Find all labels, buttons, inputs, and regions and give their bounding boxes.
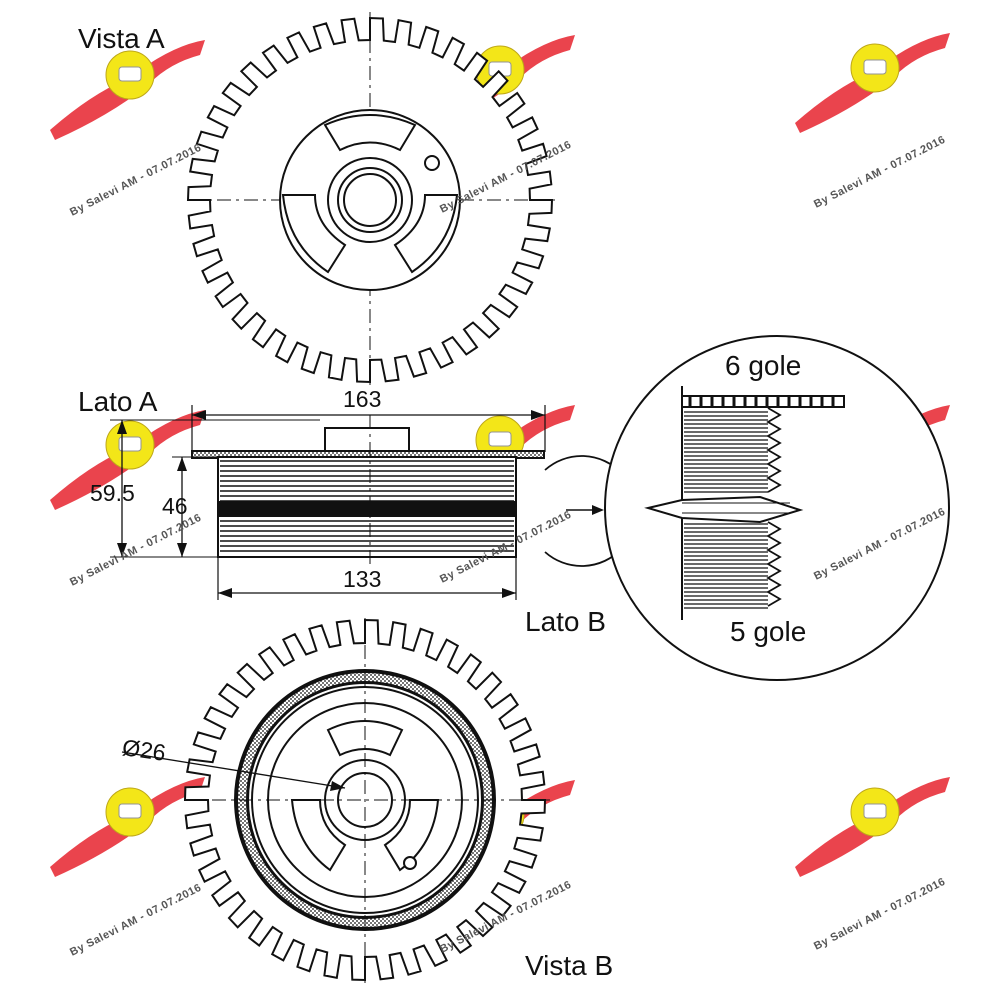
view-b-drawing: [121, 618, 555, 985]
dim-total-height: 59.5: [90, 480, 135, 506]
detail-groove-profile: [766, 407, 782, 493]
detail-groove-profile: [766, 521, 782, 607]
view-b-title: Vista B: [525, 950, 614, 981]
autokit-logo: [50, 40, 205, 140]
dim-pulley-width: 133: [343, 566, 382, 592]
side-b-label: Lato B: [525, 606, 606, 637]
autokit-logo: [50, 777, 205, 877]
autokit-logo: [795, 777, 950, 877]
dim-bore-diameter: Ø26: [120, 734, 168, 766]
detail-upper-grooves: 6 gole: [725, 350, 802, 381]
view-b-hub-slot: [290, 799, 347, 872]
view-a-title: Vista A: [78, 23, 165, 54]
detail-lower-grooves: 5 gole: [730, 616, 807, 647]
view-a-hub-slot: [393, 194, 459, 274]
dim-belt-height: 46: [162, 493, 188, 519]
side-view-drawing: [110, 405, 638, 600]
view-a-hub-slot: [323, 114, 417, 152]
side-view-grooves: [220, 460, 514, 552]
view-b-hub-slot: [383, 799, 440, 872]
groove-detail: [604, 335, 950, 681]
autokit-logo: [795, 33, 950, 133]
view-a-drawing: [186, 12, 555, 385]
view-a-hub-slot: [281, 194, 347, 274]
side-a-label: Lato A: [78, 386, 158, 417]
dim-overall-width: 163: [343, 386, 382, 412]
